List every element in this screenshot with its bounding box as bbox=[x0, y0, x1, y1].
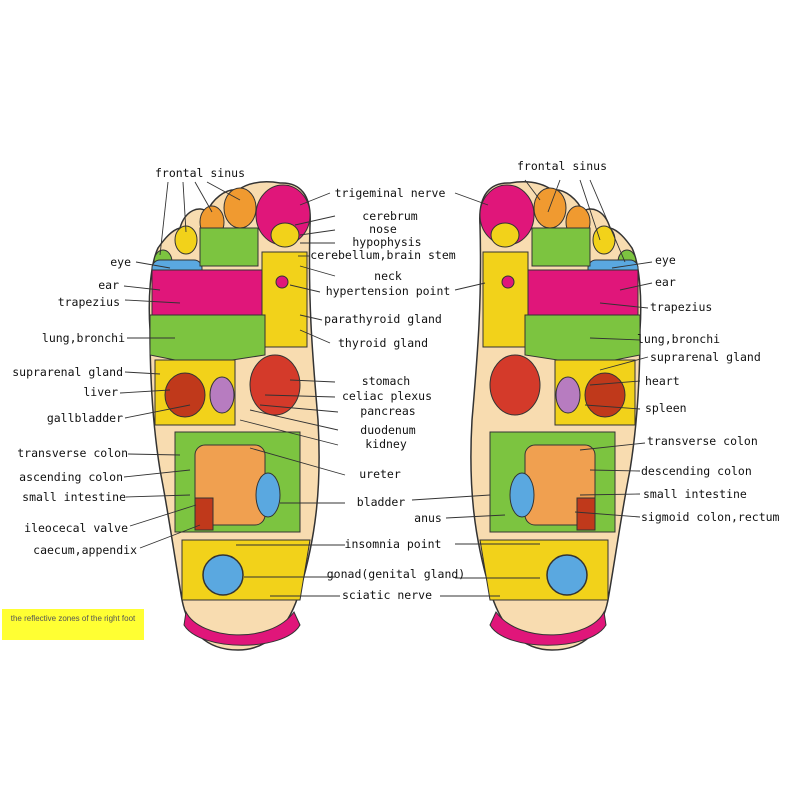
label-celiac-plexus: celiac plexus bbox=[341, 389, 433, 403]
label-ascending-colon: ascending colon bbox=[19, 470, 123, 484]
label-parathyroid-gland: parathyroid gland bbox=[324, 312, 442, 326]
label-insomnia-point: insomnia point bbox=[344, 537, 442, 551]
label-caecum-appendix: caecum,appendix bbox=[33, 543, 137, 557]
label-spleen: spleen bbox=[645, 401, 687, 415]
label-eye-right: eye bbox=[655, 253, 676, 267]
label-descending-colon: descending colon bbox=[641, 464, 752, 478]
right-foot bbox=[148, 181, 320, 651]
label-small-intestine-left: small intestine bbox=[22, 490, 126, 504]
label-lung-right: lung,bronchi bbox=[637, 332, 721, 346]
caption-box: the reflective zones of the right foot bbox=[2, 609, 144, 640]
label-transverse-colon-left: transverse colon bbox=[17, 446, 128, 460]
label-hypophysis: hypophysis bbox=[352, 235, 422, 249]
label-frontal-sinus-right: frontal sinus bbox=[516, 159, 608, 173]
label-kidney: kidney bbox=[365, 437, 407, 451]
label-anus: anus bbox=[414, 511, 442, 525]
label-cerebrum: cerebrum bbox=[362, 209, 418, 223]
label-nose: nose bbox=[369, 222, 397, 236]
label-hypertension-point: hypertension point bbox=[325, 284, 451, 298]
label-duodenum: duodenum bbox=[360, 423, 416, 437]
label-gallbladder: gallbladder bbox=[46, 411, 123, 425]
leader-lines bbox=[119, 179, 653, 597]
label-small-intestine-right: small intestine bbox=[643, 487, 747, 501]
label-cerebellum-brain-stem: cerebellum,brain stem bbox=[310, 248, 456, 262]
label-heart: heart bbox=[645, 374, 680, 388]
label-trapezius-right: trapezius bbox=[650, 300, 713, 314]
label-gonad: gonad(genital gland) bbox=[326, 567, 466, 581]
label-ear-right: ear bbox=[655, 275, 676, 289]
label-neck: neck bbox=[374, 269, 402, 283]
label-transverse-colon-right: transverse colon bbox=[647, 434, 758, 448]
label-thyroid-gland: thyroid gland bbox=[337, 336, 429, 350]
label-ileocecal-valve: ileocecal valve bbox=[24, 521, 128, 535]
label-trapezius-left: trapezius bbox=[57, 295, 120, 309]
label-suprarenal-left: suprarenal gland bbox=[12, 365, 123, 379]
label-lung-left: lung,bronchi bbox=[41, 331, 125, 345]
label-frontal-sinus-left: frontal sinus bbox=[154, 166, 246, 180]
label-bladder: bladder bbox=[356, 495, 406, 509]
label-liver: liver bbox=[83, 385, 118, 399]
label-stomach: stomach bbox=[361, 374, 411, 388]
label-eye-left: eye bbox=[110, 255, 131, 269]
label-sigmoid-colon-rectum: sigmoid colon,rectum bbox=[641, 510, 780, 524]
label-suprarenal-right: suprarenal gland bbox=[650, 350, 761, 364]
label-ear-left: ear bbox=[98, 278, 119, 292]
label-sciatic-nerve: sciatic nerve bbox=[341, 588, 433, 602]
label-pancreas: pancreas bbox=[360, 404, 416, 418]
label-trigeminal-nerve: trigeminal nerve bbox=[334, 186, 446, 200]
label-ureter: ureter bbox=[359, 467, 401, 481]
left-foot bbox=[470, 181, 642, 651]
